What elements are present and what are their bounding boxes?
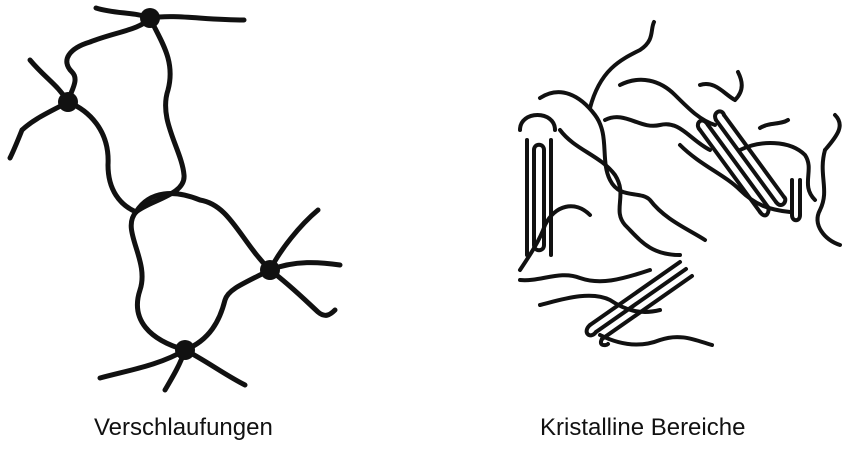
amorphous-chain	[520, 206, 590, 270]
caption-crystalline-regions: Kristalline Bereiche	[540, 414, 745, 442]
amorphous-chain	[520, 270, 650, 281]
entanglement-diagram	[10, 8, 340, 390]
amorphous-chain	[560, 130, 680, 255]
crystalline-lamella	[700, 115, 784, 212]
crystalline-lamella	[534, 145, 544, 251]
chain-segment	[68, 102, 136, 212]
amorphous-chain	[792, 180, 800, 220]
crystalline-diagram	[520, 22, 840, 345]
chain-loop	[185, 270, 270, 350]
chain-segment	[67, 18, 150, 102]
amorphous-chain	[600, 335, 712, 345]
crosslink-node	[175, 340, 195, 360]
chain-loop	[136, 194, 270, 270]
amorphous-chain	[590, 22, 654, 108]
chain-segment	[270, 263, 340, 270]
amorphous-chain	[735, 72, 742, 100]
chain-segment	[136, 18, 184, 212]
chain-segment	[10, 102, 68, 158]
chain-segment	[150, 17, 244, 20]
amorphous-chain	[760, 120, 788, 128]
crosslink-node	[140, 8, 160, 28]
chain-loop	[131, 212, 185, 350]
amorphous-chain	[605, 117, 710, 150]
crosslink-node	[260, 260, 280, 280]
crystalline-lamella	[520, 115, 555, 130]
amorphous-chain	[818, 150, 840, 245]
amorphous-chain	[700, 84, 735, 100]
crosslink-node	[58, 92, 78, 112]
chain-segment	[270, 270, 335, 315]
chain-segment	[185, 350, 245, 385]
amorphous-chain	[825, 115, 840, 150]
caption-entanglements: Verschlaufungen	[94, 414, 273, 442]
